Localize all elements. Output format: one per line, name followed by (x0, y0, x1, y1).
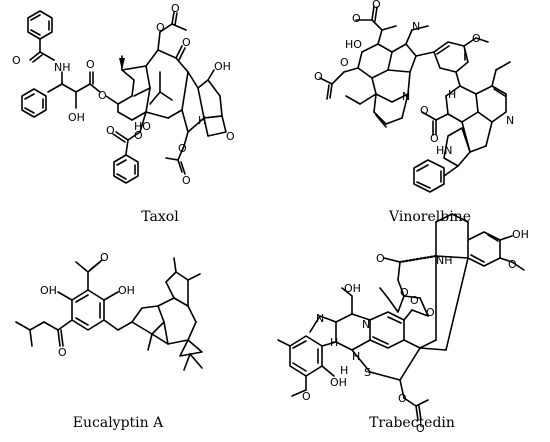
atom-label: NH (54, 61, 71, 74)
atom-label: O (508, 258, 517, 271)
atom-label: O (98, 89, 107, 102)
atom-label: H (330, 336, 338, 349)
vinorelbine-atom-labels: O O HO N O O O N O O N HN H (314, 0, 514, 157)
atom-label: O (171, 2, 180, 15)
atom-label: N (402, 90, 410, 103)
atom-label: O (302, 390, 311, 403)
atom-label: O (182, 36, 191, 49)
atom-label: H (352, 350, 360, 363)
atom-label: OH (40, 284, 57, 297)
atom-label: O (100, 251, 109, 264)
atom-label: O (182, 174, 191, 187)
atom-label: OH (214, 60, 231, 73)
atom-label: H (340, 364, 348, 377)
caption-trabectedin: Trabectedin (369, 415, 455, 431)
atom-label: N (316, 312, 324, 325)
atom-label: O (226, 130, 235, 143)
eucalyptin-atom-labels: O OH OH O (40, 251, 135, 359)
atom-label: O (314, 70, 323, 83)
atom-label: O (376, 252, 385, 265)
caption-eucalyptin: Eucalyptin A (73, 415, 164, 431)
atom-label: O (416, 422, 425, 435)
atom-label: HO (134, 120, 151, 133)
trabectedin-structure (277, 213, 525, 421)
atom-label: O (156, 21, 165, 34)
atom-label: O (430, 132, 439, 145)
atom-label: HO (345, 38, 362, 51)
taxol-structure (21, 10, 227, 184)
atom-label: H (198, 114, 206, 127)
atom-label: H (448, 88, 456, 101)
atom-label: OH (344, 282, 361, 295)
atom-label: O (134, 129, 143, 142)
atom-label: O (106, 124, 115, 137)
atom-label: O (12, 54, 21, 67)
atom-label: HN (436, 144, 453, 157)
atom-label: N (412, 20, 420, 33)
caption-taxol: Taxol (141, 209, 179, 225)
atom-label: NH (436, 254, 453, 267)
vinorelbine-structure (319, 5, 511, 193)
atom-label: S (364, 366, 371, 379)
atom-label: O (472, 32, 481, 45)
trabectedin-atom-labels: OH NH O O O OH N N O O H H H S O O O OH (302, 228, 529, 435)
atom-label: OH (118, 284, 135, 297)
atom-label: OH (512, 228, 529, 241)
atom-label: O (426, 306, 435, 319)
taxol-atom-labels: O NH O O OH O O O OH HO O O O O O H (12, 2, 235, 187)
atom-label: OH (68, 111, 85, 124)
atom-label: O (420, 104, 429, 117)
atom-label: O (352, 12, 361, 25)
atom-label: O (400, 286, 409, 299)
atom-label: O (86, 58, 95, 71)
atom-label: N (506, 114, 514, 127)
atom-label: O (58, 346, 67, 359)
caption-vinorelbine: Vinorelbine (388, 209, 471, 225)
atom-label: O (340, 56, 349, 69)
atom-label: O (372, 0, 381, 11)
eucalyptin-structure (15, 257, 203, 371)
atom-label: N (362, 318, 370, 331)
atom-label: O (178, 142, 187, 155)
atom-label: O (410, 294, 419, 307)
atom-label: OH (330, 376, 347, 389)
atom-label: O (398, 392, 407, 405)
